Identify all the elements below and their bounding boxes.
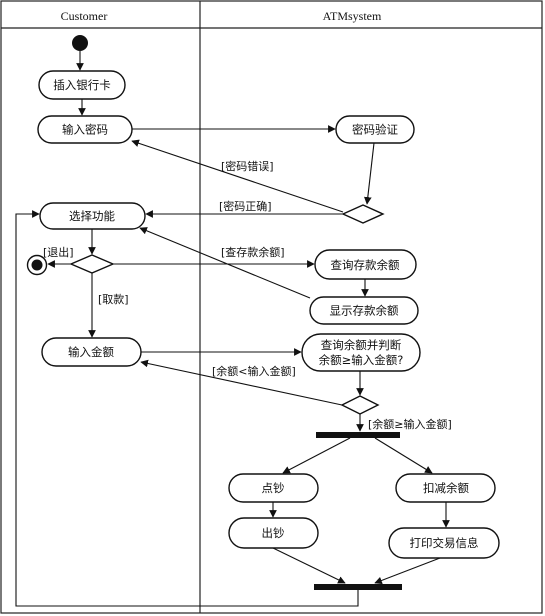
flow-fork-to-deduct xyxy=(374,437,433,474)
node-query-balance-label: 查询存款余额 xyxy=(331,258,400,272)
fork-bar xyxy=(316,432,400,438)
flow-join-to-select xyxy=(15,210,359,607)
node-count-cash-label: 点钞 xyxy=(262,481,285,495)
guard-exit: [退出] xyxy=(43,245,74,259)
lane-title-customer: Customer xyxy=(61,9,108,23)
flow-insufficient xyxy=(140,359,343,406)
guard-sufficient: [余额≥输入金额] xyxy=(368,417,452,431)
flow-show-to-select xyxy=(139,227,311,299)
node-print-receipt-label: 打印交易信息 xyxy=(410,536,479,550)
flow-print-to-join xyxy=(374,557,441,585)
node-verify-password xyxy=(335,115,415,144)
node-print-receipt xyxy=(388,527,500,559)
final-node xyxy=(26,254,48,276)
node-verify-password-label: 密码验证 xyxy=(352,123,398,137)
node-show-balance-label: 显示存款余额 xyxy=(330,304,399,318)
guard-withdraw: [取款] xyxy=(98,292,129,306)
flow-verify-to-decision xyxy=(363,142,375,205)
join-bar xyxy=(314,584,402,590)
node-enter-amount-label: 输入金额 xyxy=(68,345,114,359)
decision-function xyxy=(69,254,115,274)
guard-wrong-password: [密码错误] xyxy=(221,159,274,173)
node-check-balance-label-line2: 余额≥输入金额? xyxy=(319,353,404,367)
decision-balance xyxy=(340,395,380,415)
node-enter-password-label: 输入密码 xyxy=(62,123,108,137)
node-show-balance xyxy=(309,296,419,325)
lane-title-atm: ATMsystem xyxy=(323,9,382,23)
node-check-balance xyxy=(301,333,421,372)
guard-correct-password: [密码正确] xyxy=(219,199,272,213)
node-check-balance-label-line1: 查询余额并判断 xyxy=(321,338,402,352)
flow-dispense-to-join xyxy=(272,547,346,584)
node-select-function-label: 选择功能 xyxy=(69,209,115,223)
flow-wrong-password xyxy=(131,139,344,213)
initial-node xyxy=(72,35,88,51)
node-deduct-balance-label: 扣减余额 xyxy=(423,481,469,495)
flow-fork-to-count xyxy=(282,437,351,474)
node-dispense-cash-label: 出钞 xyxy=(262,526,285,540)
node-insert-card-label: 插入银行卡 xyxy=(53,78,111,92)
transitions xyxy=(15,51,450,607)
guard-insufficient: [余额<输入金额] xyxy=(212,364,296,378)
guard-query-balance: [查存款余额] xyxy=(221,245,285,259)
decision-password xyxy=(341,204,385,224)
